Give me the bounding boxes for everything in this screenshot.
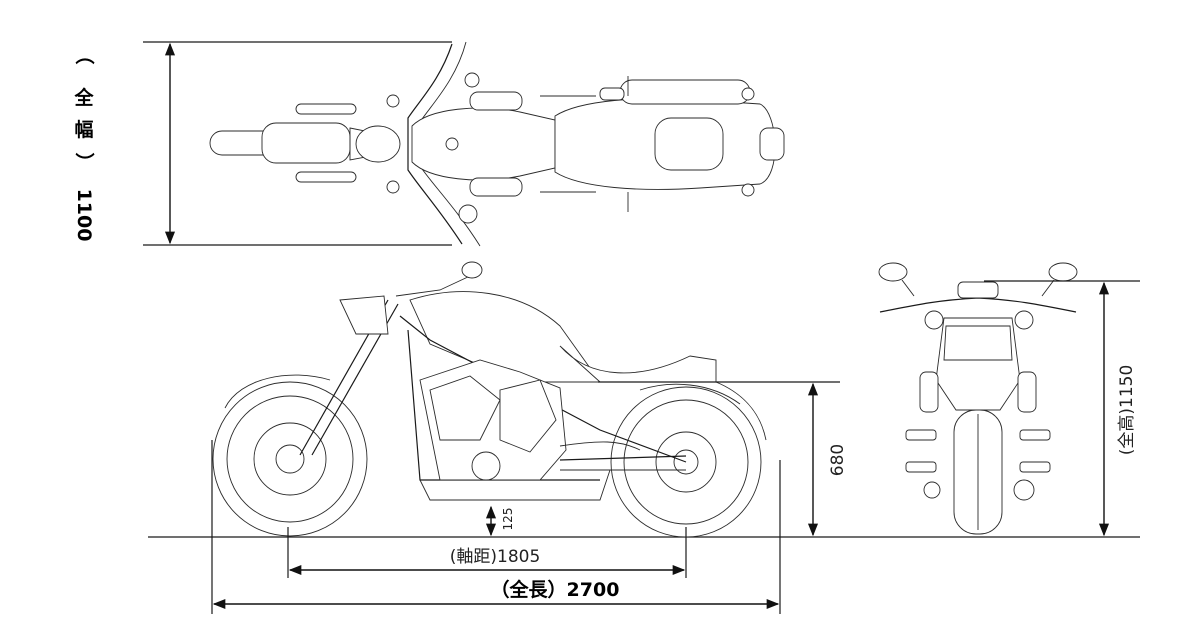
- width-label-char1: 全: [73, 86, 94, 109]
- length-dimension: [211, 440, 781, 614]
- rear-view: [878, 262, 1140, 537]
- width-label-open: （: [73, 45, 96, 64]
- seat-height-dimension: [598, 381, 840, 537]
- overall-length-value: （全長）2700: [491, 578, 620, 601]
- width-dimension: [143, 41, 452, 246]
- wheelbase-dimension: [287, 527, 687, 578]
- width-value: 1100: [73, 189, 95, 242]
- top-view: [143, 41, 785, 247]
- ground-clearance-value: 125: [501, 508, 515, 531]
- wheelbase-value: (軸距)1805: [450, 547, 541, 567]
- height-dimension: [984, 280, 1140, 537]
- overall-height-value: (全高)1150: [1117, 365, 1137, 456]
- width-label-char2: 幅: [74, 118, 93, 141]
- width-label-close: ）: [73, 152, 96, 171]
- seat-height-value: 680: [828, 444, 848, 476]
- side-view: [148, 261, 1140, 614]
